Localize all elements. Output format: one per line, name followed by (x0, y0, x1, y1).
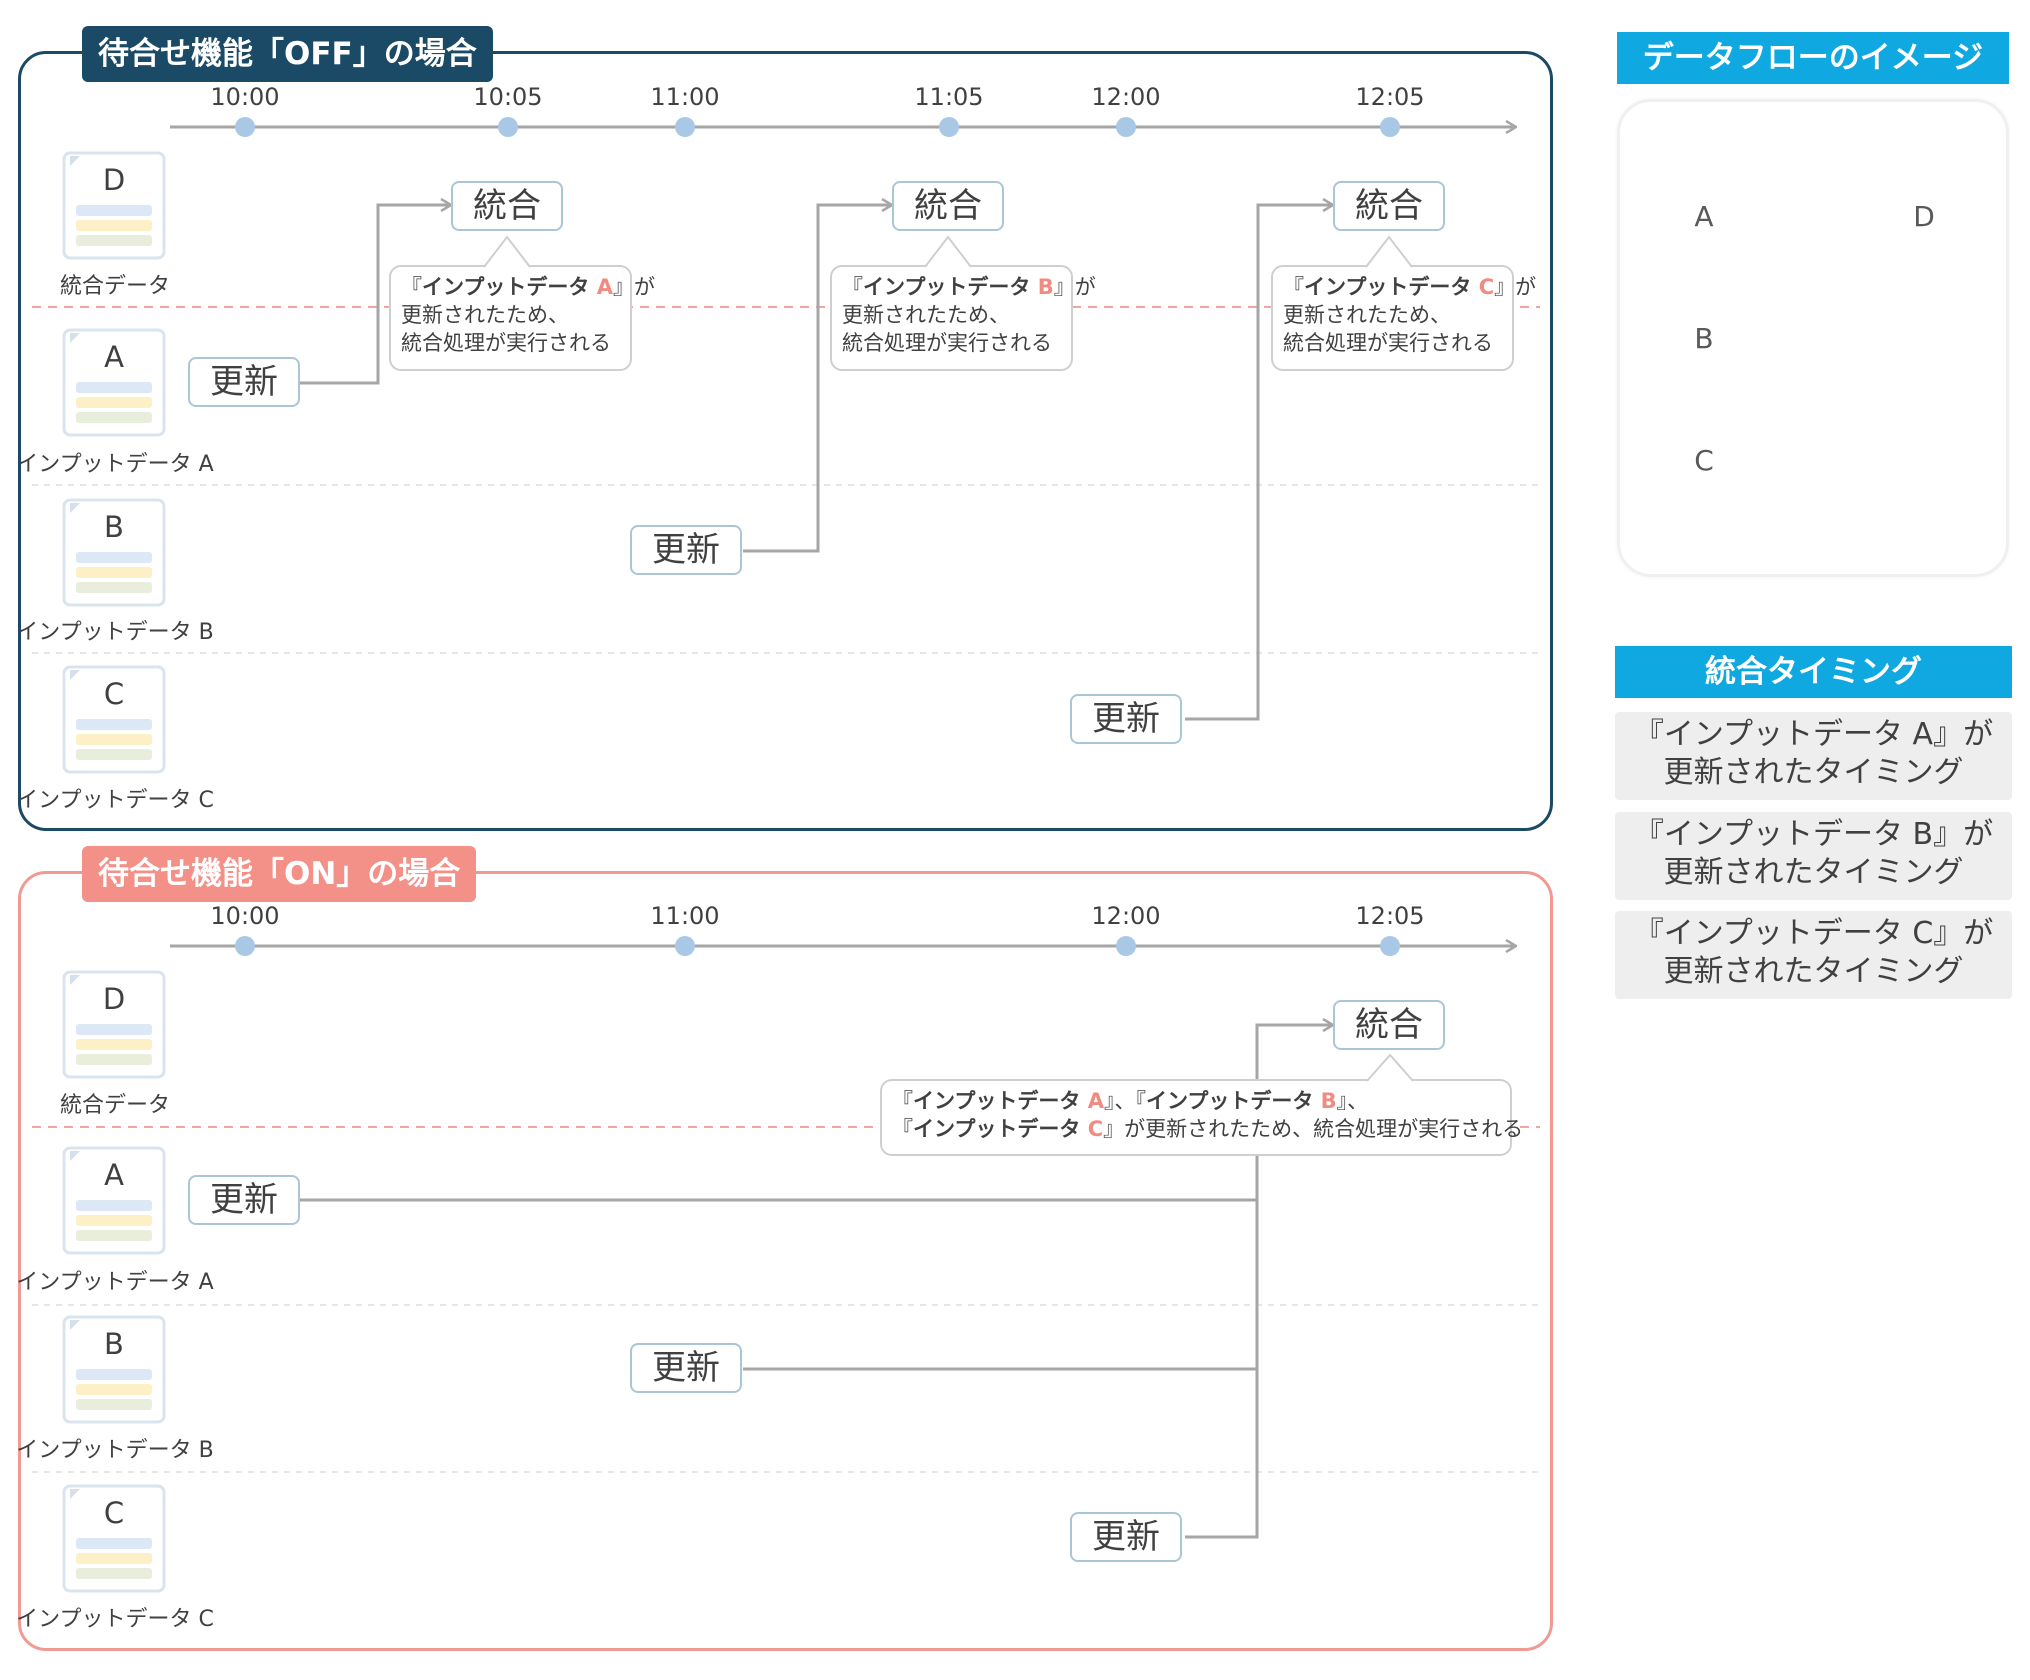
on-update-b-box: 更新 (630, 1343, 742, 1393)
off-doc-c-letter: C (103, 677, 125, 711)
off-timeline-dot-1000 (235, 117, 255, 137)
on-update-c-box: 更新 (1070, 1512, 1182, 1562)
off-update-a-box: 更新 (188, 357, 300, 407)
off-timeline-dot-1205 (1380, 117, 1400, 137)
on-timeline (170, 936, 1515, 956)
flow-doc-c-letter: C (1694, 444, 1714, 477)
off-integrate-2-box: 統合 (892, 181, 1004, 231)
dataflow-panel (1617, 99, 2009, 577)
on-integrate-box: 統合 (1333, 1000, 1445, 1050)
off-time-label: 12:05 (1355, 83, 1425, 111)
off-doc-a-letter: A (104, 340, 124, 374)
off-integrate-1-box: 統合 (451, 181, 563, 231)
off-timeline (170, 117, 1515, 137)
off-update-b-box: 更新 (630, 525, 742, 575)
off-time-label: 12:00 (1091, 83, 1161, 111)
on-callout: 『インプットデータ A』、『インプットデータ B』、 『インプットデータ C』が… (880, 1079, 1523, 1156)
flow-doc-d-letter: D (1913, 200, 1935, 233)
timing-header: 統合タイミング (1615, 646, 2012, 698)
on-doc-b-letter: B (104, 1327, 124, 1361)
off-doc-a-label: インプットデータ A (16, 452, 214, 477)
on-timeline-dot-1000 (235, 936, 255, 956)
on-doc-c-label: インプットデータ C (16, 1607, 214, 1632)
off-integrate-3-box: 統合 (1333, 181, 1445, 231)
off-time-label: 11:05 (914, 83, 984, 111)
off-connector-a (300, 205, 450, 385)
off-timeline-dot-1105 (939, 117, 959, 137)
off-connector-c (1185, 205, 1332, 721)
on-doc-a-letter: A (104, 1158, 124, 1192)
timing-item-b: 『インプットデータ B』が 更新されたタイミング (1615, 812, 2012, 900)
on-timeline-dot-1200 (1116, 936, 1136, 956)
off-doc-b-letter: B (104, 510, 124, 544)
on-update-a-box: 更新 (188, 1175, 300, 1225)
off-timeline-dot-1200 (1116, 117, 1136, 137)
off-panel-title: 待合せ機能「OFF」の場合 (82, 26, 493, 82)
on-timeline-dot-1100 (675, 936, 695, 956)
off-doc-b-label: インプットデータ B (16, 620, 214, 645)
off-timeline-dot-1100 (675, 117, 695, 137)
on-timeline-dot-1205 (1380, 936, 1400, 956)
timing-item-c: 『インプットデータ C』が 更新されたタイミング (1615, 911, 2012, 999)
on-time-label: 10:00 (210, 902, 280, 930)
off-time-label: 10:05 (473, 83, 543, 111)
off-callout-a: 『インプットデータ A』が 更新されたため、 統合処理が実行される (389, 265, 655, 371)
on-time-label: 12:05 (1355, 902, 1425, 930)
off-doc-c-label: インプットデータ C (16, 788, 214, 813)
off-time-label: 11:00 (650, 83, 720, 111)
waiting-on-panel (18, 871, 1553, 1651)
off-doc-d-label: 統合データ (59, 274, 170, 299)
on-time-label: 11:00 (650, 902, 720, 930)
off-timeline-dot-1005 (498, 117, 518, 137)
off-connector-b (743, 205, 891, 553)
timing-item-a: 『インプットデータ A』が 更新されたタイミング (1615, 712, 2012, 800)
on-time-label: 12:00 (1091, 902, 1161, 930)
on-doc-c-letter: C (103, 1496, 125, 1530)
dataflow-header: データフローのイメージ (1617, 32, 2009, 84)
on-doc-b-label: インプットデータ B (16, 1438, 214, 1463)
off-time-label: 10:00 (210, 83, 280, 111)
off-callout-b: 『インプットデータ B』が 更新されたため、 統合処理が実行される (830, 265, 1096, 371)
on-doc-d-label: 統合データ (59, 1093, 170, 1118)
off-callout-c: 『インプットデータ C』が 更新されたため、 統合処理が実行される (1271, 265, 1536, 371)
flow-doc-a-letter: A (1694, 200, 1714, 233)
flow-doc-b-letter: B (1694, 322, 1714, 355)
off-update-c-box: 更新 (1070, 694, 1182, 744)
on-connector-merge (1185, 1025, 1332, 1539)
waiting-off-panel (18, 51, 1553, 831)
on-doc-d-letter: D (102, 982, 126, 1016)
off-doc-d-letter: D (102, 163, 126, 197)
on-doc-a-label: インプットデータ A (16, 1270, 214, 1295)
on-panel-title: 待合せ機能「ON」の場合 (82, 846, 477, 902)
